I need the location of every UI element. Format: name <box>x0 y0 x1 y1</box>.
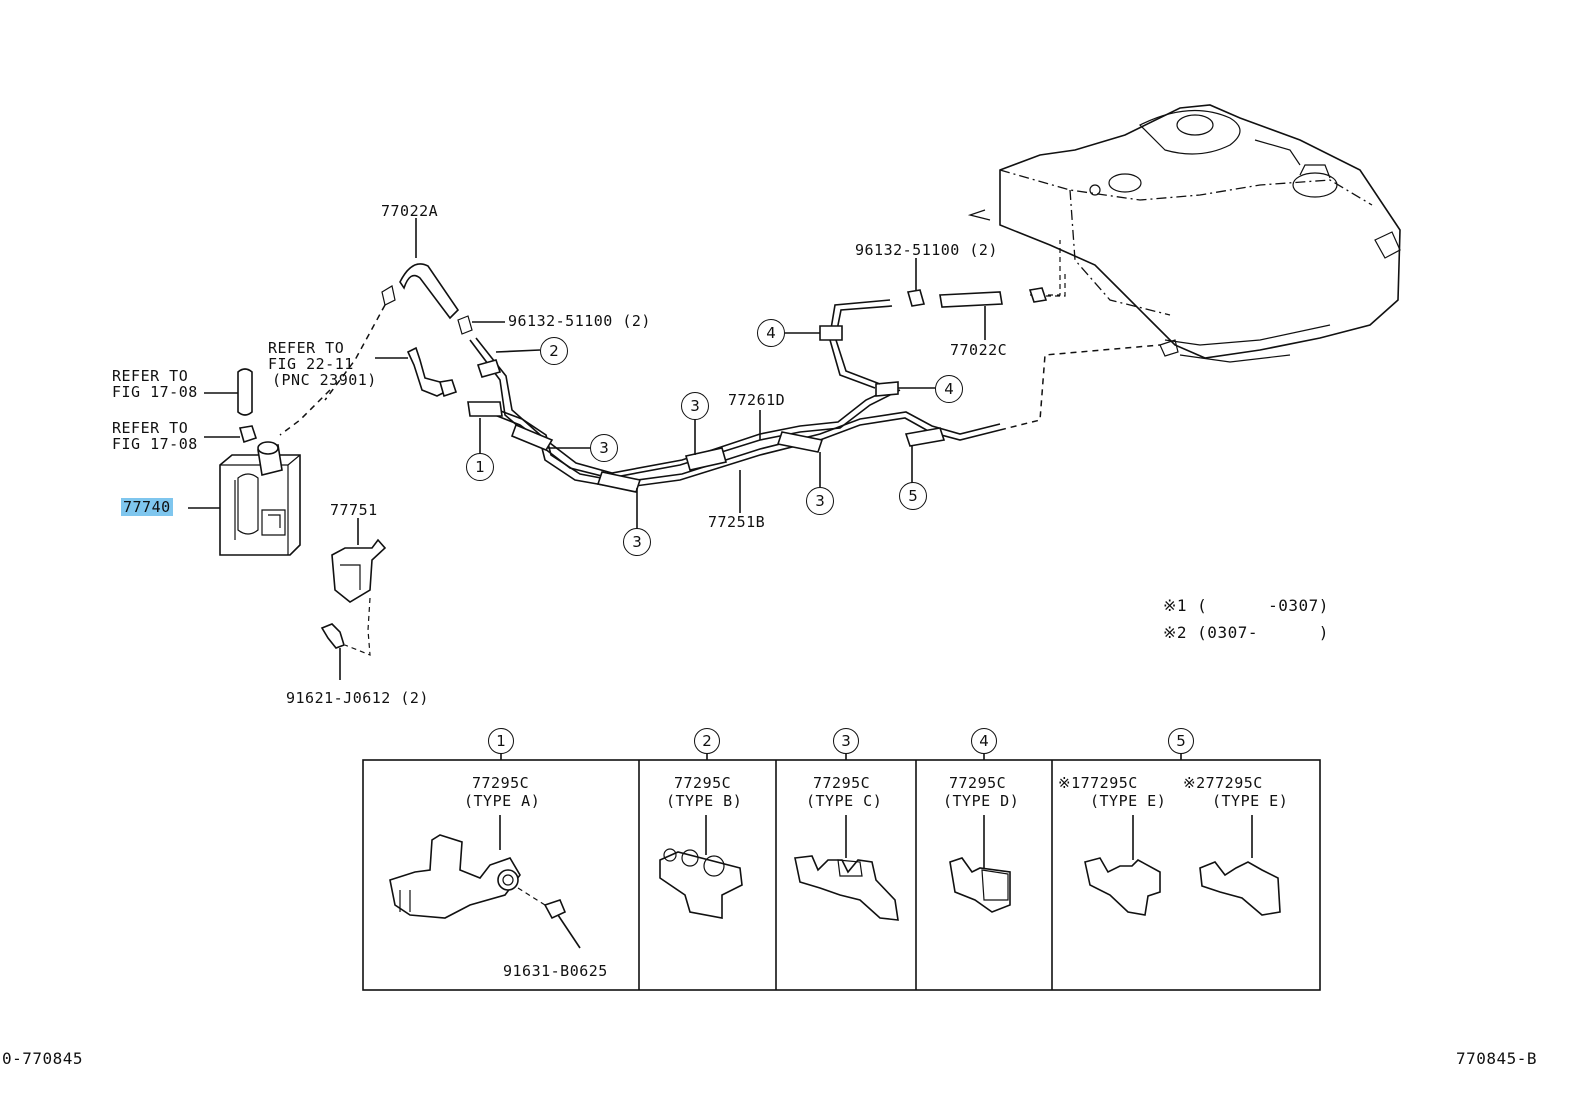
cell5-type-e2: (TYPE E) <box>1212 792 1289 810</box>
label-77022c: 77022C <box>950 341 1008 359</box>
refer-fig22-pipe <box>279 346 458 436</box>
bracket-drawing <box>320 518 387 680</box>
cell3-type: (TYPE C) <box>806 792 883 810</box>
callout-4-b: 4 <box>935 375 963 403</box>
table-header-4: 4 <box>971 728 997 754</box>
footer-left-id: 0-770845 <box>2 1049 84 1068</box>
table-header-2: 2 <box>694 728 720 754</box>
cell1-part: 77295C <box>472 774 530 792</box>
label-refer-fig22-line3: (PNC 23901) <box>272 371 377 389</box>
clamp-type-b-drawing <box>659 815 743 919</box>
label-refer-fig17-a-line2: FIG 17-08 <box>112 383 198 401</box>
canister-drawing <box>188 441 301 556</box>
table-header-5: 5 <box>1168 728 1194 754</box>
label-96132-clamp-a: 96132-51100 (2) <box>508 312 651 330</box>
label-77751: 77751 <box>330 501 378 519</box>
table-header-3: 3 <box>833 728 859 754</box>
callout-5: 5 <box>899 482 927 510</box>
clamp-type-d-drawing <box>949 815 1011 913</box>
clamp-type-e2-drawing <box>1199 815 1281 916</box>
callout-leaders <box>479 349 913 530</box>
label-77022a: 77022A <box>381 202 439 220</box>
refer-fig17-parts <box>204 368 258 444</box>
cell5-type-e1: (TYPE E) <box>1090 792 1167 810</box>
label-refer-fig22-line1: REFER TO <box>268 339 345 357</box>
cell5-part-e1: ※177295C <box>1058 774 1138 792</box>
label-96132-clamp-c: 96132-51100 (2) <box>855 241 998 259</box>
cell2-part: 77295C <box>674 774 732 792</box>
callout-1: 1 <box>466 453 494 481</box>
clamp-type-a-drawing <box>389 815 581 949</box>
callout-4-a: 4 <box>757 319 785 347</box>
cell2-type: (TYPE B) <box>666 792 743 810</box>
cell4-type: (TYPE D) <box>943 792 1020 810</box>
cell5-part-e2: ※277295C <box>1183 774 1263 792</box>
clamp-type-c-drawing <box>794 815 899 921</box>
callout-3-a: 3 <box>590 434 618 462</box>
cell3-part: 77295C <box>813 774 871 792</box>
label-77251b: 77251B <box>708 513 766 531</box>
hose-77022a-drawing <box>324 218 505 401</box>
fuel-tank-drawing <box>967 104 1401 363</box>
cell1-bolt: 91631-B0625 <box>503 962 608 980</box>
callout-3-d: 3 <box>806 487 834 515</box>
cell1-type: (TYPE A) <box>464 792 541 810</box>
label-77740-highlighted[interactable]: 77740 <box>121 498 173 516</box>
label-77261d: 77261D <box>728 391 786 409</box>
clamp-type-e1-drawing <box>1084 815 1161 916</box>
footer-right-id: 770845-B <box>1456 1049 1538 1068</box>
callout-3-c: 3 <box>623 528 651 556</box>
table-header-1: 1 <box>488 728 514 754</box>
label-refer-fig17-a-line1: REFER TO <box>112 367 189 385</box>
cell4-part: 77295C <box>949 774 1007 792</box>
label-91621: 91621-J0612 (2) <box>286 689 429 707</box>
label-refer-fig17-b-line1: REFER TO <box>112 419 189 437</box>
note-2: ※2 (0307- ) <box>1163 623 1329 642</box>
callout-3-b: 3 <box>681 392 709 420</box>
note-1: ※1 ( -0307) <box>1163 596 1329 615</box>
fuel-tubes-drawing <box>467 299 1179 493</box>
callout-2: 2 <box>540 337 568 365</box>
hose-77022c-drawing <box>906 258 1066 340</box>
label-refer-fig17-b-line2: FIG 17-08 <box>112 435 198 453</box>
label-refer-fig22-line2: FIG 22-11 <box>268 355 354 373</box>
clamp-table-frame <box>362 752 1321 991</box>
